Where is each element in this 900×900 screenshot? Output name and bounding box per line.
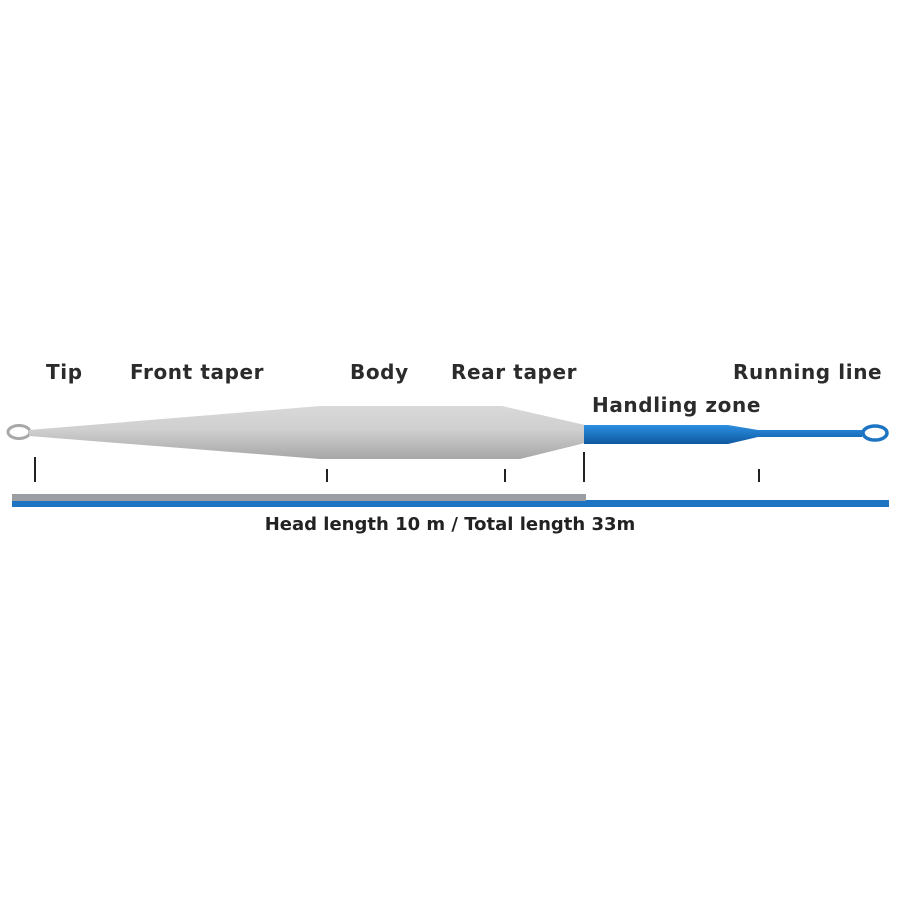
handling-zone-label: Handling zone — [592, 393, 762, 417]
total-length-bar — [12, 500, 889, 507]
tip-loop — [6, 424, 32, 440]
tip-label: Tip — [46, 360, 83, 384]
body-label: Body — [350, 360, 409, 384]
handling-zone-segment — [584, 425, 862, 444]
line-head — [29, 406, 585, 459]
length-caption: Head length 10 m / Total length 33m — [264, 514, 636, 535]
rear-taper-label: Rear taper — [451, 360, 578, 384]
running-line-loop — [861, 424, 889, 442]
running-line-label: Running line — [733, 360, 883, 384]
front-taper-label: Front taper — [130, 360, 265, 384]
head-length-bar — [12, 494, 586, 501]
